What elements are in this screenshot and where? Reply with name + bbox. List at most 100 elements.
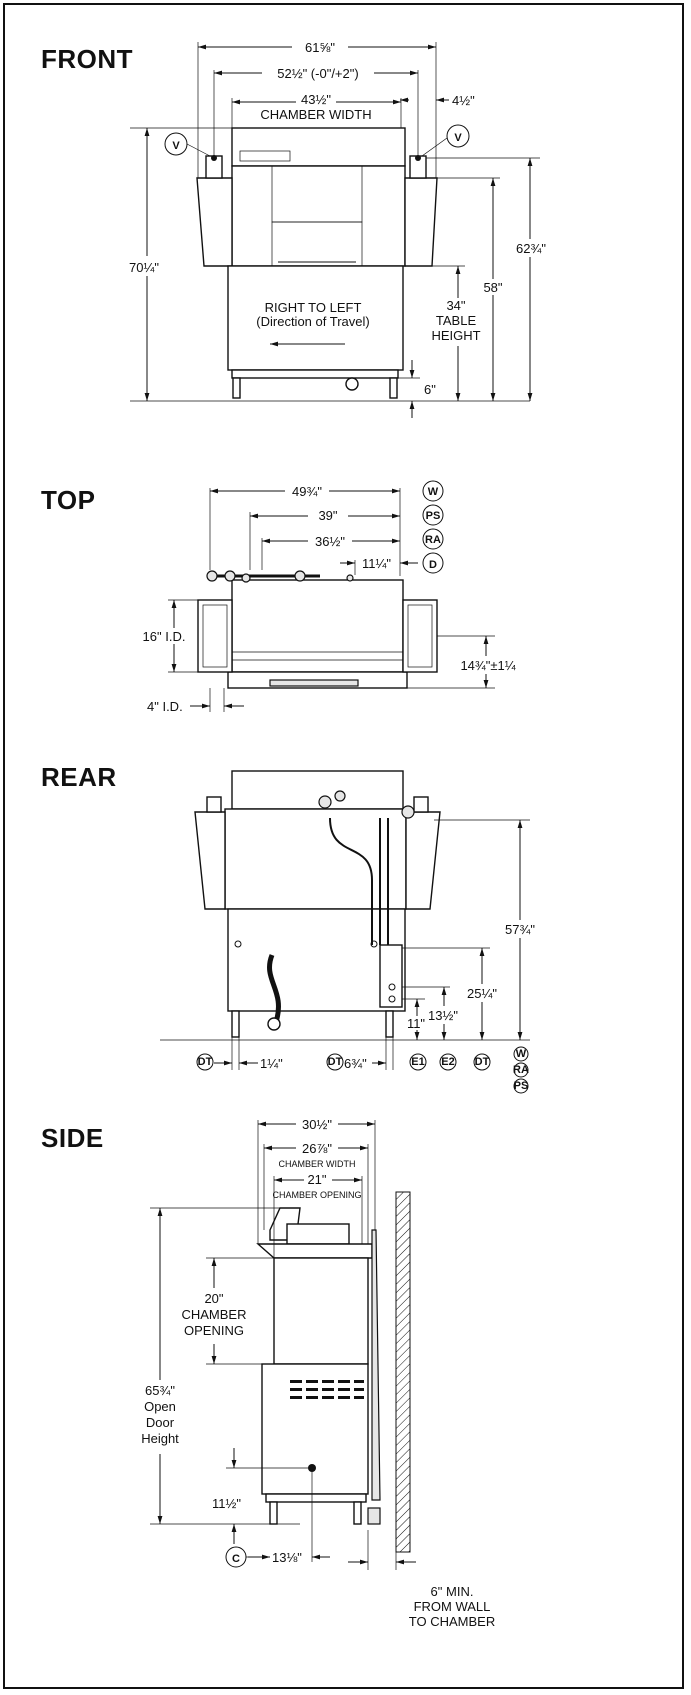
top-handle [269, 679, 359, 687]
top-right-table-inner [407, 604, 433, 668]
side-chamber-opening-label: CHAMBER OPENING [272, 1190, 361, 1200]
side-door-label3: Height [141, 1431, 179, 1446]
rear-dim-675: 6¾" [344, 1056, 367, 1071]
side-vent-slots [290, 1380, 364, 1399]
rear-left-table [194, 811, 226, 910]
rear-right-table [405, 811, 441, 910]
front-dim-table-span: 52½" (-0"/+2") [277, 66, 358, 81]
rear-dim-11: 11" [407, 1016, 425, 1031]
top-marker-ps: PS [426, 510, 441, 522]
front-vent-left-point [211, 155, 217, 161]
rear-marker-e2: E2 [441, 1056, 454, 1068]
front-leg-left [232, 377, 241, 399]
front-base-rail [231, 369, 399, 379]
rear-dim-125: 1¼" [260, 1056, 283, 1071]
top-dim-w: 49¾" [292, 484, 322, 499]
section-title-rear: REAR [41, 762, 117, 792]
front-travel-text2: (Direction of Travel) [256, 314, 369, 329]
rear-marker-ps: PS [514, 1080, 529, 1092]
front-dim-leg-height: 6" [424, 382, 436, 397]
rear-dim-w: 57¾" [505, 922, 535, 937]
side-open-label1: CHAMBER [181, 1307, 246, 1322]
side-wall [395, 1191, 411, 1553]
top-body [231, 579, 404, 673]
front-vent-marker-right [446, 124, 470, 148]
side-open-label2: OPENING [184, 1323, 244, 1338]
side-base-cabinet [261, 1363, 369, 1495]
top-dim-left-id: 16" I.D. [143, 629, 186, 644]
side-wall-text1: 6" MIN. [431, 1584, 474, 1599]
front-vent-right-point [415, 155, 421, 161]
rear-chamber [224, 808, 407, 910]
top-dim-ra: 36½" [315, 534, 345, 549]
top-dim-ps: 39" [318, 508, 337, 523]
rear-base-cabinet [227, 908, 406, 1012]
front-view: RIGHT TO LEFT (Direction of Travel) 61⅝"… [122, 37, 552, 418]
rear-leg-left [231, 1010, 240, 1038]
front-dim-chamber-width: 43½" [301, 92, 331, 107]
rear-marker-dt-mid: DT [328, 1056, 343, 1068]
rear-dim-e: 25¼" [467, 986, 497, 1001]
side-dim-door-height: 65¾" [145, 1383, 175, 1398]
side-dim-c-depth: 13⅛" [272, 1550, 302, 1565]
rear-marker-e1: E1 [411, 1056, 424, 1068]
top-dim-bottom-id: 4" I.D. [147, 699, 183, 714]
front-dim-table-height: 34" [446, 298, 465, 313]
side-dim-c-height: 11½" [212, 1496, 241, 1511]
side-view: 30½" 26⅞" CHAMBER WIDTH 21" CHAMBER OPEN… [134, 1114, 495, 1629]
rear-marker-ra: RA [513, 1064, 529, 1076]
side-marker-c: C [232, 1553, 240, 1565]
rear-vent-right [413, 796, 429, 813]
front-table-height-label1: TABLE [436, 313, 477, 328]
front-chamber [231, 165, 406, 267]
front-vent-label-right: V [454, 132, 462, 144]
front-control-panel [239, 150, 291, 162]
rear-marker-w: W [516, 1048, 527, 1060]
front-left-table [196, 177, 233, 267]
front-dim-overall-height: 70¼" [129, 260, 159, 275]
top-left-table-inner [202, 604, 228, 668]
front-chamber-width-label: CHAMBER WIDTH [260, 107, 371, 122]
front-drain [345, 377, 359, 391]
side-door-label2: Door [146, 1415, 175, 1430]
page-border [3, 3, 684, 1689]
side-leg-front [269, 1501, 278, 1525]
front-base-cabinet [227, 265, 404, 371]
side-dim-depth: 30½" [302, 1117, 332, 1132]
front-travel-text1: RIGHT TO LEFT [265, 300, 362, 315]
rear-vent-left [206, 796, 222, 813]
front-dim-right-offset: 4½" [452, 93, 475, 108]
front-right-table [404, 177, 438, 267]
top-marker-w: W [428, 486, 439, 498]
rear-leg-right [385, 1010, 394, 1038]
rear-marker-dt-left: DT [198, 1056, 213, 1068]
side-door-label1: Open [144, 1399, 176, 1414]
side-wall-text2: FROM WALL [414, 1599, 491, 1614]
side-wall-text3: TO CHAMBER [409, 1614, 495, 1629]
front-dim-58: 58" [483, 280, 502, 295]
rear-hood [231, 770, 404, 810]
side-chamber-width-label: CHAMBER WIDTH [279, 1159, 356, 1169]
rear-electrical-box [379, 944, 403, 1008]
rear-drain-hose [267, 954, 281, 1023]
rear-dim-135: 13½" [428, 1008, 458, 1023]
top-dim-d: 11¼" [362, 556, 391, 571]
rear-view: 57¾" 25¼" 13½" 11" DT 1¼" DT [160, 770, 540, 1094]
top-right-table [402, 599, 438, 673]
top-marker-d: D [429, 559, 437, 571]
side-chamber [273, 1257, 369, 1365]
side-leg-rear [353, 1501, 362, 1525]
front-hood [231, 127, 406, 167]
side-connection-c [308, 1464, 316, 1472]
top-dim-right-depth: 14¾"±1¼ [460, 658, 515, 673]
section-title-top: TOP [41, 485, 96, 515]
side-hood-top [286, 1223, 350, 1245]
section-title-side: SIDE [41, 1123, 104, 1153]
front-dim-vent-height: 62¾" [516, 241, 546, 256]
rear-marker-dt-right: DT [475, 1056, 490, 1068]
top-marker-ra: RA [425, 534, 441, 546]
top-left-table [197, 599, 233, 673]
front-dim-overall-width: 61⅝" [305, 40, 335, 55]
